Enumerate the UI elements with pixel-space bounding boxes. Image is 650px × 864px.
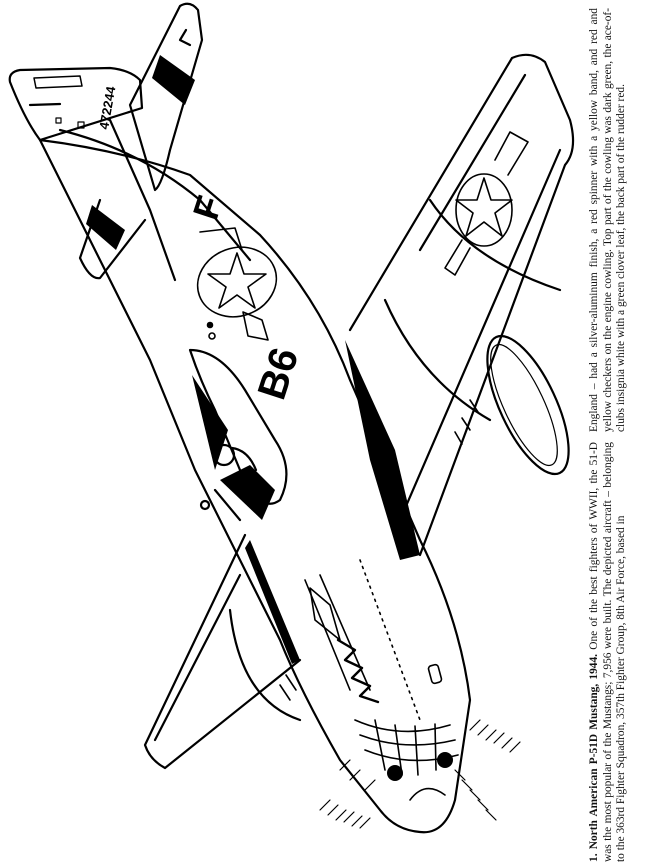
cockpit-canopy [188, 348, 288, 522]
fuselage-letter: F [185, 191, 231, 225]
caption-body-2: England – had a silver-aluminum finish, … [588, 8, 628, 432]
caption-column-1: 1. North American P-51D Mustang, 1944. O… [588, 442, 648, 862]
wing-upper [345, 53, 575, 560]
caption-column-2: England – had a silver-aluminum finish, … [588, 8, 648, 432]
pilot-head [212, 443, 236, 467]
caption-title: North American P-51D Mustang, 1944. [588, 653, 600, 850]
drop-tank [454, 334, 570, 476]
tail-fin [8, 66, 144, 142]
horizontal-stabilizer-lower [78, 198, 147, 280]
caption-number: 1. [588, 853, 600, 862]
fuselage-star-insignia [196, 227, 278, 341]
horizontal-stabilizer-upper [128, 2, 204, 192]
tail-serial-number: 472244 [96, 84, 118, 130]
wing-lower [143, 533, 302, 770]
propeller-blur [319, 719, 521, 829]
p51-mustang-illustration: B6 F 472244 [8, 2, 575, 834]
caption-block: 1. North American P-51D Mustang, 1944. O… [588, 2, 648, 864]
fuselage [38, 118, 472, 834]
engine-cowling [304, 559, 459, 801]
fuselage-code-lettering: B6 F 472244 [96, 84, 307, 404]
fuselage-code: B6 [250, 343, 308, 405]
